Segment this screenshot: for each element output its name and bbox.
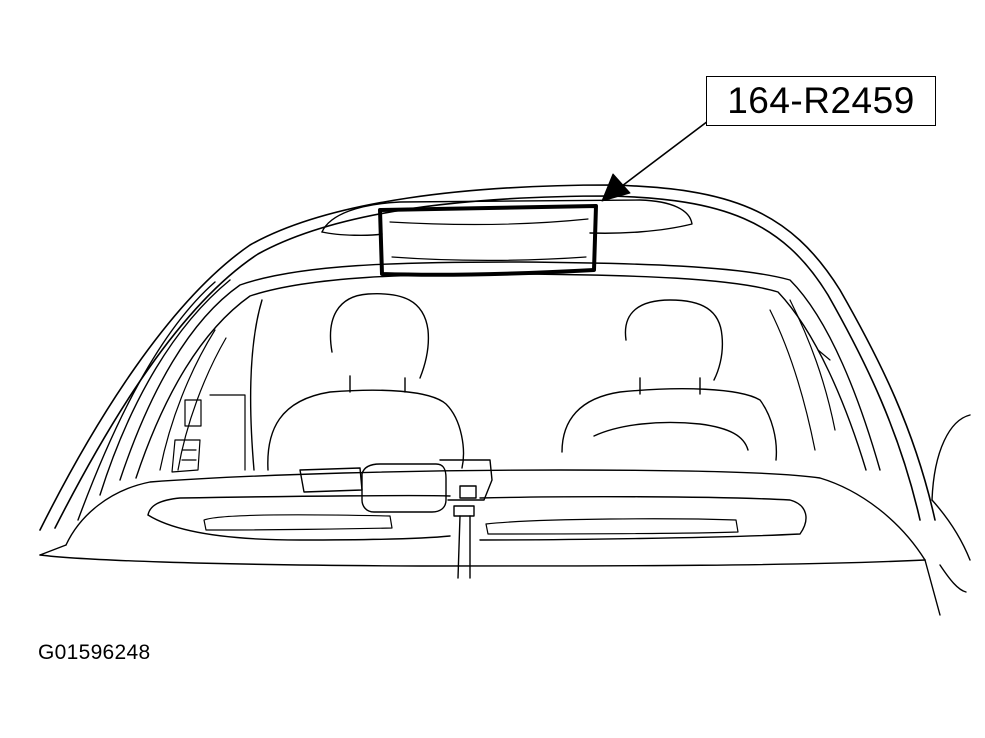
highlighted-component: [378, 204, 598, 277]
deck-vents: [203, 514, 739, 535]
callout-leader-arrow: [601, 117, 713, 202]
left-seat: [250, 293, 465, 471]
figure-id: G01596248: [38, 641, 151, 664]
right-body-edge: [931, 414, 971, 593]
callout-label: 164-R2459: [727, 80, 915, 121]
headliner-lamp-housing: [321, 199, 693, 237]
center-module: [299, 459, 493, 579]
left-pillar-trim: [159, 329, 246, 473]
callout-label-box: 164-R2459: [706, 76, 936, 126]
right-pillar-trim: [769, 299, 836, 451]
rear-window-frame: [77, 261, 881, 521]
roof-outline: [39, 184, 936, 531]
package-tray: [39, 469, 941, 616]
right-seat: [561, 299, 778, 461]
